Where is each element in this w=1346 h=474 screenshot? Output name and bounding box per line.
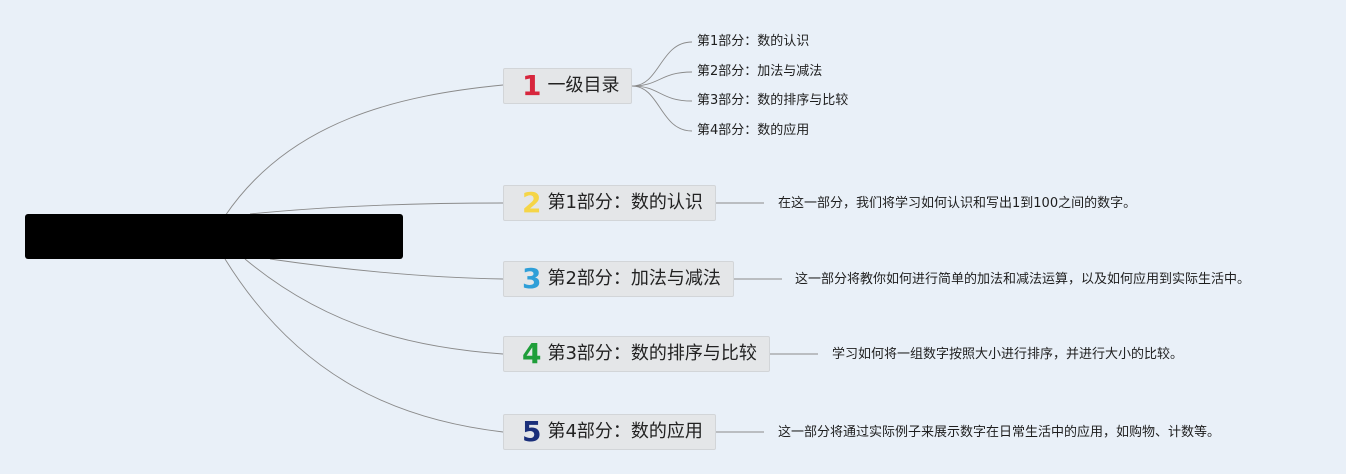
connector-b1-sub-1 — [631, 41, 693, 87]
connector-b1-sub-3 — [631, 85, 693, 102]
branch-number-1: 1 — [522, 69, 542, 102]
connector-b1-sub-2 — [631, 71, 693, 87]
branch-node-2[interactable]: 2 第1部分：数的认识 — [503, 185, 716, 221]
branch-note-4[interactable]: 学习如何将一组数字按照大小进行排序，并进行大小的比较。 — [832, 347, 1184, 362]
branch-label-2: 第1部分：数的认识 — [547, 192, 703, 213]
branch-note-3[interactable]: 这一部分将教你如何进行简单的加法和减法运算，以及如何应用到实际生活中。 — [795, 272, 1251, 287]
branch-number-4: 4 — [522, 337, 542, 370]
sub-item-4[interactable]: 第4部分：数的应用 — [697, 123, 810, 138]
connector-root-branch-4 — [244, 258, 504, 355]
branch-label-5: 第4部分：数的应用 — [547, 421, 703, 442]
connector-root-branch-1 — [224, 84, 504, 217]
connector-root-branch-2 — [249, 202, 504, 215]
branch-note-5[interactable]: 这一部分将通过实际例子来展示数字在日常生活中的应用，如购物、计数等。 — [778, 425, 1221, 440]
branch-node-5[interactable]: 5 第4部分：数的应用 — [503, 414, 716, 450]
branch-note-2[interactable]: 在这一部分，我们将学习如何认识和写出1到100之间的数字。 — [778, 196, 1137, 211]
branch-node-1[interactable]: 1 一级目录 — [503, 68, 633, 104]
root-node[interactable] — [25, 214, 403, 259]
branch-node-4[interactable]: 4 第3部分：数的排序与比较 — [503, 336, 770, 372]
connector-root-branch-5 — [224, 258, 504, 433]
branch-label-4: 第3部分：数的排序与比较 — [547, 343, 757, 364]
connector-b1-sub-4 — [631, 85, 693, 132]
connector-root-branch-3 — [269, 258, 504, 280]
branch-label-3: 第2部分：加法与减法 — [547, 268, 721, 289]
branch-number-3: 3 — [522, 262, 542, 295]
branch-node-3[interactable]: 3 第2部分：加法与减法 — [503, 261, 734, 297]
sub-item-2[interactable]: 第2部分：加法与减法 — [697, 64, 823, 79]
sub-item-1[interactable]: 第1部分：数的认识 — [697, 34, 810, 49]
branch-number-2: 2 — [522, 186, 542, 219]
branch-label-1: 一级目录 — [547, 75, 620, 96]
branch-number-5: 5 — [522, 415, 542, 448]
sub-item-3[interactable]: 第3部分：数的排序与比较 — [697, 93, 849, 108]
